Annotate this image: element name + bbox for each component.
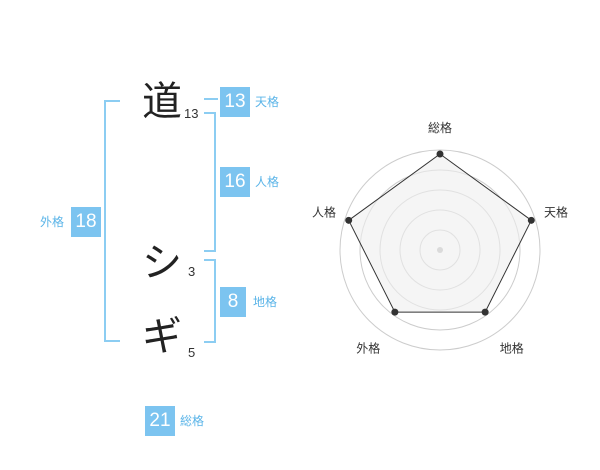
chikaku-bracket — [204, 259, 216, 343]
stroke-count-3: 5 — [188, 345, 196, 360]
gaikaku-badge: 18 — [71, 207, 101, 237]
chikaku-badge: 8 — [220, 287, 246, 317]
tenkaku-label: 天格 — [255, 95, 280, 109]
radar-axis-label-5: 人格 — [312, 204, 336, 219]
stroke-count-1: 13 — [184, 106, 199, 121]
radar-ring-5 — [339, 149, 541, 351]
radar-point-4 — [391, 308, 399, 316]
radar-data-polygon — [348, 153, 532, 313]
jinkaku-bracket — [204, 112, 216, 252]
name-char-1: 道 — [142, 79, 182, 125]
jinkaku-label: 人格 — [255, 175, 280, 189]
radar-axis-label-3: 地格 — [500, 341, 524, 356]
tenkaku-badge: 13 — [220, 87, 250, 117]
gaikaku-label: 外格 — [40, 215, 65, 229]
chikaku-label: 地格 — [253, 295, 278, 309]
radar-point-2 — [527, 216, 535, 224]
radar-axis-label-4: 外格 — [356, 341, 380, 356]
stroke-count-2: 3 — [188, 264, 196, 279]
radar-point-3 — [481, 308, 489, 316]
tenkaku-bracket — [204, 98, 218, 100]
name-char-3: ギ — [142, 314, 182, 360]
radar-axis-label-1: 総格 — [428, 120, 452, 135]
soukaku-badge: 21 — [145, 406, 175, 436]
radar-point-1 — [436, 150, 444, 158]
name-char-2: シ — [142, 240, 182, 286]
soukaku-label: 総格 — [180, 414, 205, 428]
gaikaku-bracket — [104, 100, 120, 342]
radar-point-5 — [345, 216, 353, 224]
jinkaku-badge: 16 — [220, 167, 250, 197]
radar-axis-label-2: 天格 — [544, 204, 568, 219]
